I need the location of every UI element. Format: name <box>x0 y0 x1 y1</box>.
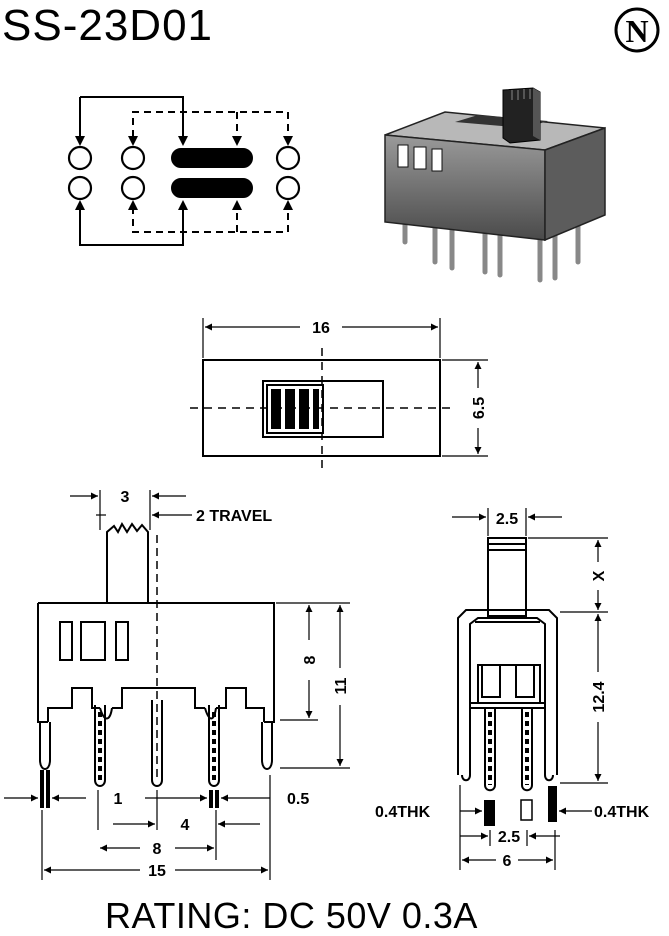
logo-letter: N <box>625 13 648 49</box>
top-view-drawing: 16 6.5 <box>190 318 488 468</box>
side-view-drawing: 2.5 X 12.4 0.4THK 0.4THK 2.5 6 <box>375 508 650 870</box>
dim-thickness-right: 0.4THK <box>594 804 650 821</box>
dim-pin-width: 1 <box>114 791 123 808</box>
part-number-title: SS-23D01 <box>2 1 213 50</box>
brand-logo: N <box>614 7 660 53</box>
dim-pin-pitch: 4 <box>181 817 190 834</box>
dim-side-body-height: 12.4 <box>591 681 608 712</box>
circuit-schematic <box>67 96 301 246</box>
dim-actuator-height: X <box>591 570 608 581</box>
product-photo <box>384 87 606 283</box>
dim-width: 6.5 <box>471 397 488 419</box>
dim-actuator-width: 3 <box>121 489 130 506</box>
dim-side-pin-pitch: 2.5 <box>498 829 520 846</box>
dim-pin-to-leg: 0.5 <box>287 791 309 808</box>
dim-side-body-width: 6 <box>503 853 512 870</box>
dim-outer-pin-span: 8 <box>153 841 162 858</box>
dim-total-height: 11 <box>333 677 350 694</box>
front-view-drawing: 3 2 TRAVEL 8 11 1 0.5 4 8 15 <box>4 489 350 880</box>
dim-length: 16 <box>312 320 330 337</box>
dim-side-actuator-width: 2.5 <box>496 511 518 528</box>
dim-thickness-left: 0.4THK <box>375 804 431 821</box>
dim-travel: 2 TRAVEL <box>196 508 272 525</box>
dim-body-length: 15 <box>148 863 166 880</box>
dim-body-height: 8 <box>302 655 319 664</box>
rating-text: RATING: DC 50V 0.3A <box>105 895 478 936</box>
